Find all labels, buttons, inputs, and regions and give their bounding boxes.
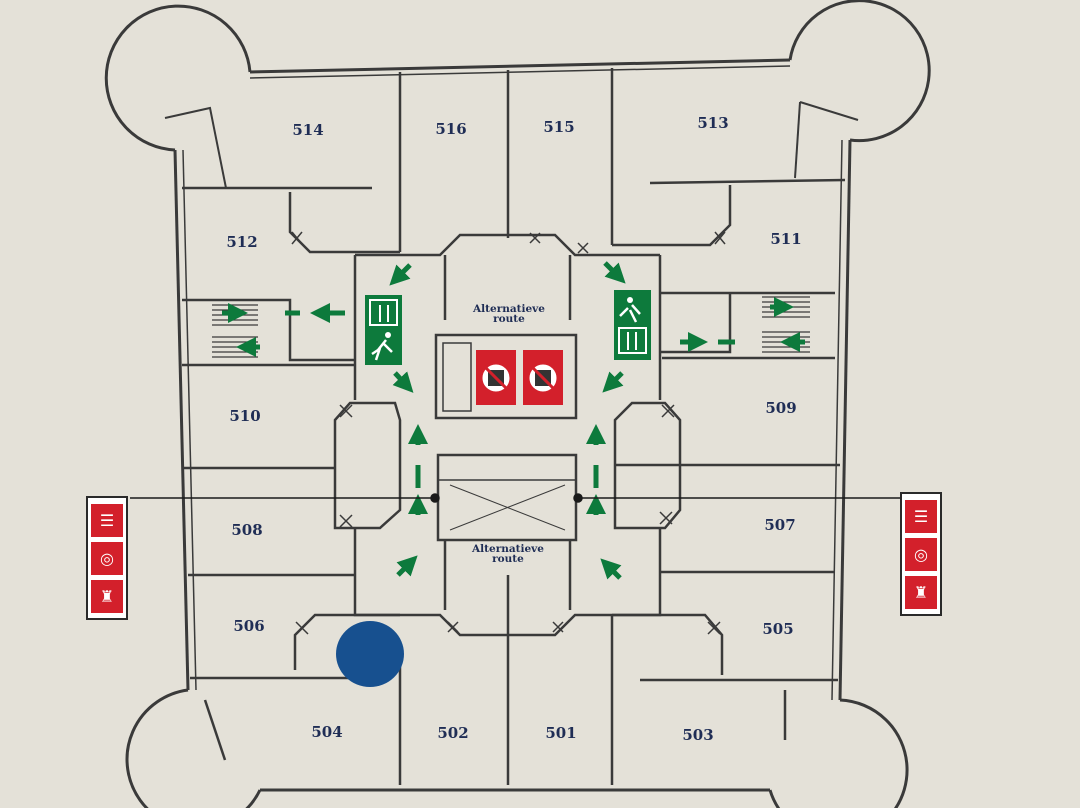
fire-extinguisher-icon: ♜ xyxy=(91,579,123,613)
room-504: 504 xyxy=(311,723,343,741)
door-marks xyxy=(291,231,726,635)
room-506: 506 xyxy=(233,617,265,635)
fire-equipment-panel-right: ☰ ◎ ♜ xyxy=(900,492,942,616)
fire-equipment-leaders xyxy=(130,493,902,503)
room-511: 511 xyxy=(770,230,802,248)
no-elevator-in-fire-icon xyxy=(523,350,563,405)
fire-alarm-icon: ☰ xyxy=(91,503,123,537)
alternative-route-label-top: Alternatieve route xyxy=(473,303,545,325)
room-510: 510 xyxy=(229,407,261,425)
room-512: 512 xyxy=(226,233,258,251)
alternative-route-label-bottom: Alternatieve route xyxy=(472,543,544,565)
evacuation-dashes xyxy=(285,310,735,488)
you-are-here-marker xyxy=(336,621,404,687)
room-501: 501 xyxy=(545,724,577,742)
emergency-exit-icon xyxy=(614,290,651,360)
room-505: 505 xyxy=(762,620,794,638)
fire-equipment-panel-left: ☰ ◎ ♜ xyxy=(86,496,128,620)
fire-hose-icon: ◎ xyxy=(91,541,123,575)
evacuation-arrows xyxy=(222,261,805,580)
room-502: 502 xyxy=(437,724,469,742)
emergency-exit-icon xyxy=(365,295,402,365)
interior-walls xyxy=(182,68,846,785)
room-503: 503 xyxy=(682,726,714,744)
outer-walls xyxy=(104,0,931,808)
room-514: 514 xyxy=(292,121,324,139)
room-508: 508 xyxy=(231,521,263,539)
fire-alarm-icon: ☰ xyxy=(905,499,937,533)
room-507: 507 xyxy=(764,516,796,534)
fire-hose-icon: ◎ xyxy=(905,537,937,571)
room-516: 516 xyxy=(435,120,467,138)
room-515: 515 xyxy=(543,118,575,136)
room-513: 513 xyxy=(697,114,729,132)
fire-extinguisher-icon: ♜ xyxy=(905,575,937,609)
no-elevator-in-fire-icon xyxy=(476,350,516,405)
room-509: 509 xyxy=(765,399,797,417)
